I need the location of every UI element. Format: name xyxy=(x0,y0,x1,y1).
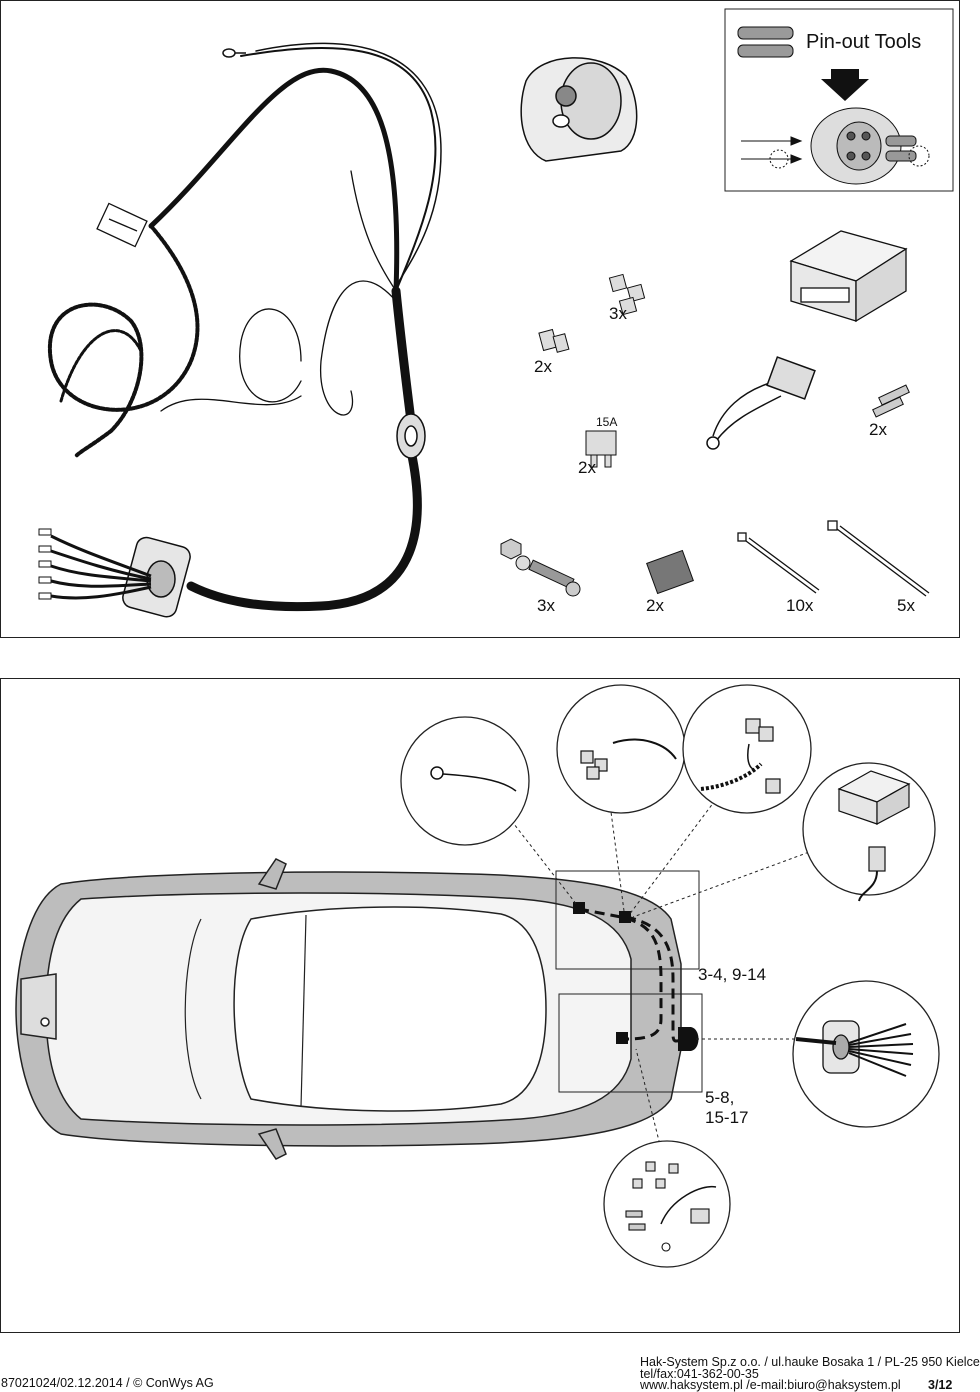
socket-flange xyxy=(38,528,191,618)
installation-drawing xyxy=(15,684,940,1268)
detail-beaded-cable xyxy=(700,718,781,794)
cable-ties-5x xyxy=(827,520,930,597)
fuse-rating: 15A xyxy=(596,415,618,429)
detail-small-parts xyxy=(625,1161,717,1252)
qty-tape: 2x xyxy=(646,596,664,615)
down-arrow-icon xyxy=(821,69,869,101)
crimp-terminals xyxy=(872,384,910,418)
wiring-harness xyxy=(47,42,442,612)
harness-connector xyxy=(96,202,148,248)
cable-ties-10x xyxy=(737,532,820,594)
connection-point-2 xyxy=(619,911,631,923)
led-module xyxy=(789,230,908,323)
kit-contents-drawing xyxy=(38,8,954,618)
company-phone: tel/fax:041-362-00-35 xyxy=(640,1367,759,1381)
adhesive-pads xyxy=(646,549,694,595)
car-top-view xyxy=(15,858,682,1160)
single-clips xyxy=(538,328,570,353)
connection-point-3 xyxy=(616,1032,628,1044)
detail-plug-clips xyxy=(580,738,677,780)
installation-panel: 3-4, 9-14 5-8, 15-17 xyxy=(0,678,960,1333)
trailer-socket xyxy=(520,57,638,162)
detail-ground-ring xyxy=(430,766,517,792)
screw-set xyxy=(500,538,581,597)
qty-single-clips: 2x xyxy=(534,357,552,376)
document-reference: 87021024/02.12.2014 / © ConWys AG xyxy=(1,1376,214,1390)
company-address: Hak-System Sp.z o.o. / ul.hauke Bosaka 1… xyxy=(640,1355,980,1369)
page-number: 3/12 xyxy=(928,1378,953,1392)
qty-terminals: 2x xyxy=(869,420,887,439)
qty-screws: 3x xyxy=(537,596,555,615)
company-web: www.haksystem.pl /e-mail:biuro@haksystem… xyxy=(640,1378,901,1392)
detail-socket-flange xyxy=(795,1020,914,1077)
pinout-tools-title: Pin-out Tools xyxy=(806,31,922,53)
pinout-socket-detail xyxy=(741,107,930,185)
ground-lead xyxy=(706,356,816,450)
plug-clips xyxy=(608,273,646,316)
qty-plug-clips: 3x xyxy=(609,304,627,323)
zone-box-rear xyxy=(558,993,703,1093)
pinout-tool-pins xyxy=(737,26,794,58)
qty-fuse: 2x xyxy=(578,458,596,477)
connection-point-1 xyxy=(573,902,585,914)
fuse-icon xyxy=(585,430,617,468)
socket-position xyxy=(678,1027,699,1051)
label-front-steps: 3-4, 9-14 xyxy=(698,965,767,984)
kit-contents-panel: Pin-out Tools 3x 2x 15A 2x 2x 3x 2x 10x … xyxy=(0,0,960,638)
ring-terminal-top xyxy=(222,48,246,58)
qty-cable-ties-5: 5x xyxy=(897,596,915,615)
qty-cable-ties-10: 10x xyxy=(786,596,814,615)
label-rear-steps-2: 15-17 xyxy=(705,1108,749,1127)
zone-box-front xyxy=(555,870,700,970)
label-rear-steps-1: 5-8, xyxy=(705,1088,735,1107)
grommet xyxy=(396,413,426,459)
detail-led-module xyxy=(837,770,911,902)
